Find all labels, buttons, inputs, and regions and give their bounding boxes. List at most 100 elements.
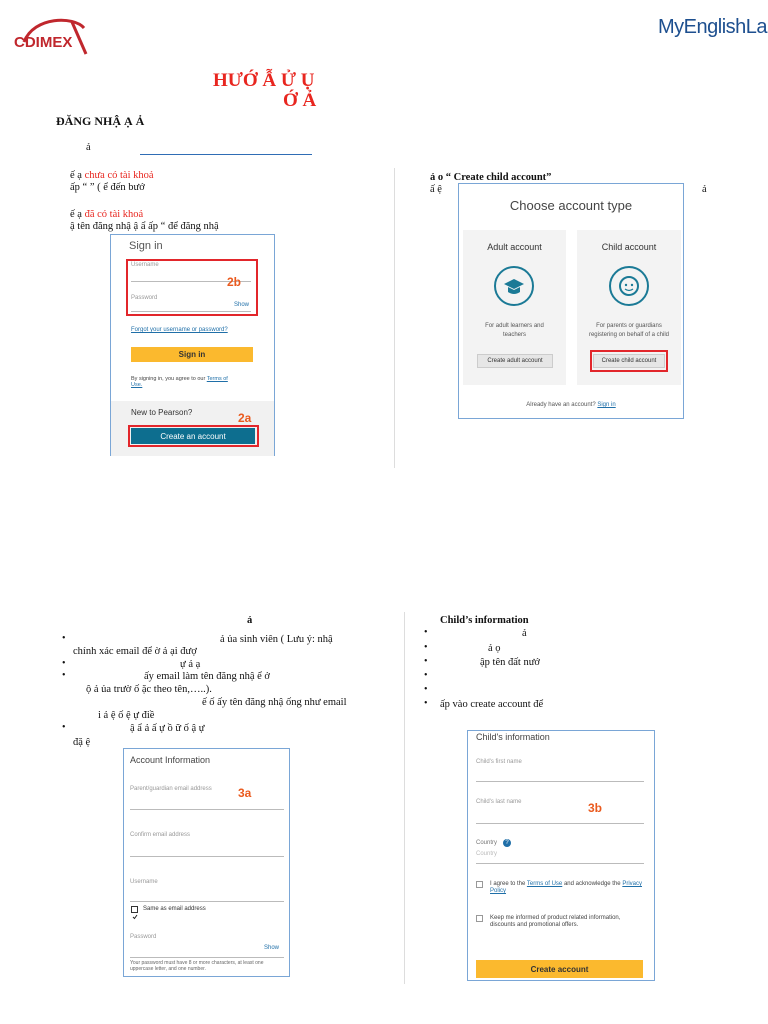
terms-checkbox[interactable] bbox=[476, 881, 483, 888]
child-info-screenshot: Child's information Child's first name C… bbox=[467, 730, 655, 981]
child-last-name-label: Child's last name bbox=[476, 799, 522, 805]
choose-account-screenshot: Choose account type Adult account For ad… bbox=[458, 183, 684, 419]
graduation-cap-icon bbox=[494, 266, 534, 306]
bullet-dot: • bbox=[424, 670, 428, 681]
create-account-button[interactable]: Create an account bbox=[131, 428, 255, 444]
create-account-final-button[interactable]: Create account bbox=[476, 960, 643, 978]
parent-email-input[interactable] bbox=[130, 809, 284, 810]
left-bullet-3: ấy email làm tên đăng nhậ ể ở bbox=[144, 671, 270, 682]
left-bullet-1b: chính xác email để ờ ả ại đượ bbox=[73, 646, 197, 657]
password-hint: Your password must have 8 or more charac… bbox=[130, 960, 264, 972]
country-select[interactable]: Country bbox=[476, 851, 498, 857]
confirm-email-input[interactable] bbox=[130, 856, 284, 857]
right-bullet-2: ả ọ bbox=[488, 643, 501, 654]
left-step-line3: ế ạ đã có tài khoả bbox=[70, 209, 144, 220]
terms-text: I agree to the Terms of Use and acknowle… bbox=[490, 881, 642, 894]
tag-3b: 3b bbox=[588, 801, 603, 815]
password-label: Password bbox=[131, 295, 158, 301]
keep-informed-checkbox[interactable] bbox=[476, 915, 483, 922]
bullet-dot: • bbox=[424, 656, 428, 667]
column-divider bbox=[394, 168, 395, 468]
tag-2a: 2a bbox=[238, 411, 252, 425]
left-bullet-3c: ế ố ấy tên đăng nhậ ống như email bbox=[202, 697, 347, 708]
left-bullet-3d: i ả ệ ố ệ ự điề bbox=[98, 710, 155, 721]
already-account-text: Already have an account? Sign in bbox=[526, 402, 616, 408]
signin-link[interactable]: Sign in bbox=[597, 402, 616, 408]
section1-heading: ĐĂNG NHẬ Ạ Ả bbox=[56, 114, 145, 128]
page-title-line2: Ớ Ả bbox=[283, 90, 317, 111]
bullet-dot: • bbox=[62, 633, 66, 644]
right-bullet-3: ập tên đất nướ bbox=[480, 657, 540, 668]
password-label-2: Password bbox=[130, 934, 157, 940]
confirm-email-label: Confirm email address bbox=[130, 832, 191, 838]
right-bullet-1: ả bbox=[522, 628, 527, 639]
highlight-child-button bbox=[590, 350, 668, 372]
password-input[interactable] bbox=[131, 311, 251, 312]
cdimex-logo: CDIMEX bbox=[14, 14, 92, 64]
left-bullet-4b: đặ ệ bbox=[73, 737, 91, 748]
bullet-dot: • bbox=[424, 627, 428, 638]
highlight-login-fields bbox=[126, 259, 258, 316]
tag-2b: 2b bbox=[227, 275, 242, 289]
signin-button[interactable]: Sign in bbox=[131, 347, 253, 362]
terms-of-use-link[interactable]: Terms of Use bbox=[526, 881, 563, 887]
tag-3a: 3a bbox=[238, 786, 252, 800]
section1-intro: ả bbox=[86, 142, 91, 153]
bullet-dot: • bbox=[62, 722, 66, 733]
forgot-link[interactable]: Forgot your username or password? bbox=[131, 327, 228, 333]
child-first-name-label: Child's first name bbox=[476, 759, 522, 765]
show-password-link[interactable]: Show bbox=[234, 302, 250, 308]
account-info-screenshot: Account Information Parent/guardian emai… bbox=[123, 748, 290, 977]
child-first-name-input[interactable] bbox=[476, 781, 644, 782]
column-divider-2 bbox=[404, 612, 405, 984]
bullet-dot: • bbox=[424, 684, 428, 695]
left-step-line2: ấp “ ” ( ể đến bướ bbox=[70, 182, 145, 193]
create-adult-button[interactable]: Create adult account bbox=[477, 354, 553, 368]
country-underline bbox=[476, 863, 644, 864]
adult-desc: For adult learners and teachers bbox=[485, 323, 544, 338]
right-step-line1: ả o “ Create child account” bbox=[430, 172, 552, 183]
left-step-line1: ế ạ chưa có tài khoả bbox=[70, 170, 154, 181]
child-info-title: Child's information bbox=[476, 732, 550, 742]
username-label: Username bbox=[131, 262, 159, 268]
parent-email-label: Parent/guardian email address bbox=[130, 786, 212, 792]
adult-title: Adult account bbox=[487, 242, 542, 252]
signin-screenshot: Sign in Username Password Show 2b Forgot… bbox=[110, 234, 275, 456]
section3-left-heading: ả bbox=[247, 615, 253, 626]
terms-link[interactable]: Terms of Use. bbox=[131, 376, 228, 388]
help-icon[interactable]: ? bbox=[503, 839, 511, 847]
cdimex-logo-text: CDIMEX bbox=[14, 34, 72, 51]
signin-title: Sign in bbox=[129, 240, 163, 252]
bullet-dot: • bbox=[424, 642, 428, 653]
right-step-line2: ấ ệ bbox=[430, 184, 442, 195]
child-card[interactable]: Child account For parents or guardians r… bbox=[577, 230, 681, 385]
left-step-line4: ậ tên đăng nhậ ậ ẩ ấp “ để đăng nhậ bbox=[70, 221, 219, 232]
same-as-email-checkbox[interactable] bbox=[131, 906, 138, 920]
create-child-button[interactable]: Create child account bbox=[593, 354, 665, 368]
child-face-icon bbox=[609, 266, 649, 306]
left-bullet-1: ả ủa sinh viên ( Lưu ý: nhậ bbox=[220, 634, 333, 645]
keep-informed-text: Keep me informed of product related info… bbox=[490, 915, 621, 928]
signin-agree-text: By signing in, you agree to our Terms of… bbox=[131, 376, 228, 388]
myenglishlab-logo: MyEnglishLab bbox=[658, 16, 768, 38]
bullet-dot: • bbox=[62, 670, 66, 681]
account-info-title: Account Information bbox=[130, 755, 211, 765]
username-input-2[interactable] bbox=[130, 901, 284, 902]
child-desc: For parents or guardians registering on … bbox=[588, 323, 670, 338]
bullet-dot: • bbox=[424, 698, 428, 709]
page-title-line1: HƯỚ Ẫ Ử Ụ bbox=[213, 70, 315, 91]
right-bullet-6: ấp vào create account để bbox=[440, 699, 544, 710]
child-title: Child account bbox=[601, 242, 657, 252]
password-input-2[interactable] bbox=[130, 957, 284, 958]
adult-card[interactable]: Adult account For adult learners and tea… bbox=[463, 230, 566, 385]
choose-title: Choose account type bbox=[509, 198, 633, 213]
same-as-email-label: Same as email address bbox=[143, 906, 206, 912]
username-input[interactable] bbox=[131, 281, 251, 282]
new-to-pearson: New to Pearson? bbox=[131, 408, 193, 417]
country-label: Country bbox=[476, 840, 498, 846]
right-step-line2-end: ả bbox=[702, 184, 707, 195]
show-password-link-2[interactable]: Show bbox=[264, 945, 280, 951]
child-last-name-input[interactable] bbox=[476, 823, 644, 824]
left-bullet-3b: ộ ả ủa trườ ố ặc theo tên,…..). bbox=[86, 684, 212, 695]
privacy-policy-link[interactable]: Privacy Policy bbox=[490, 881, 642, 894]
